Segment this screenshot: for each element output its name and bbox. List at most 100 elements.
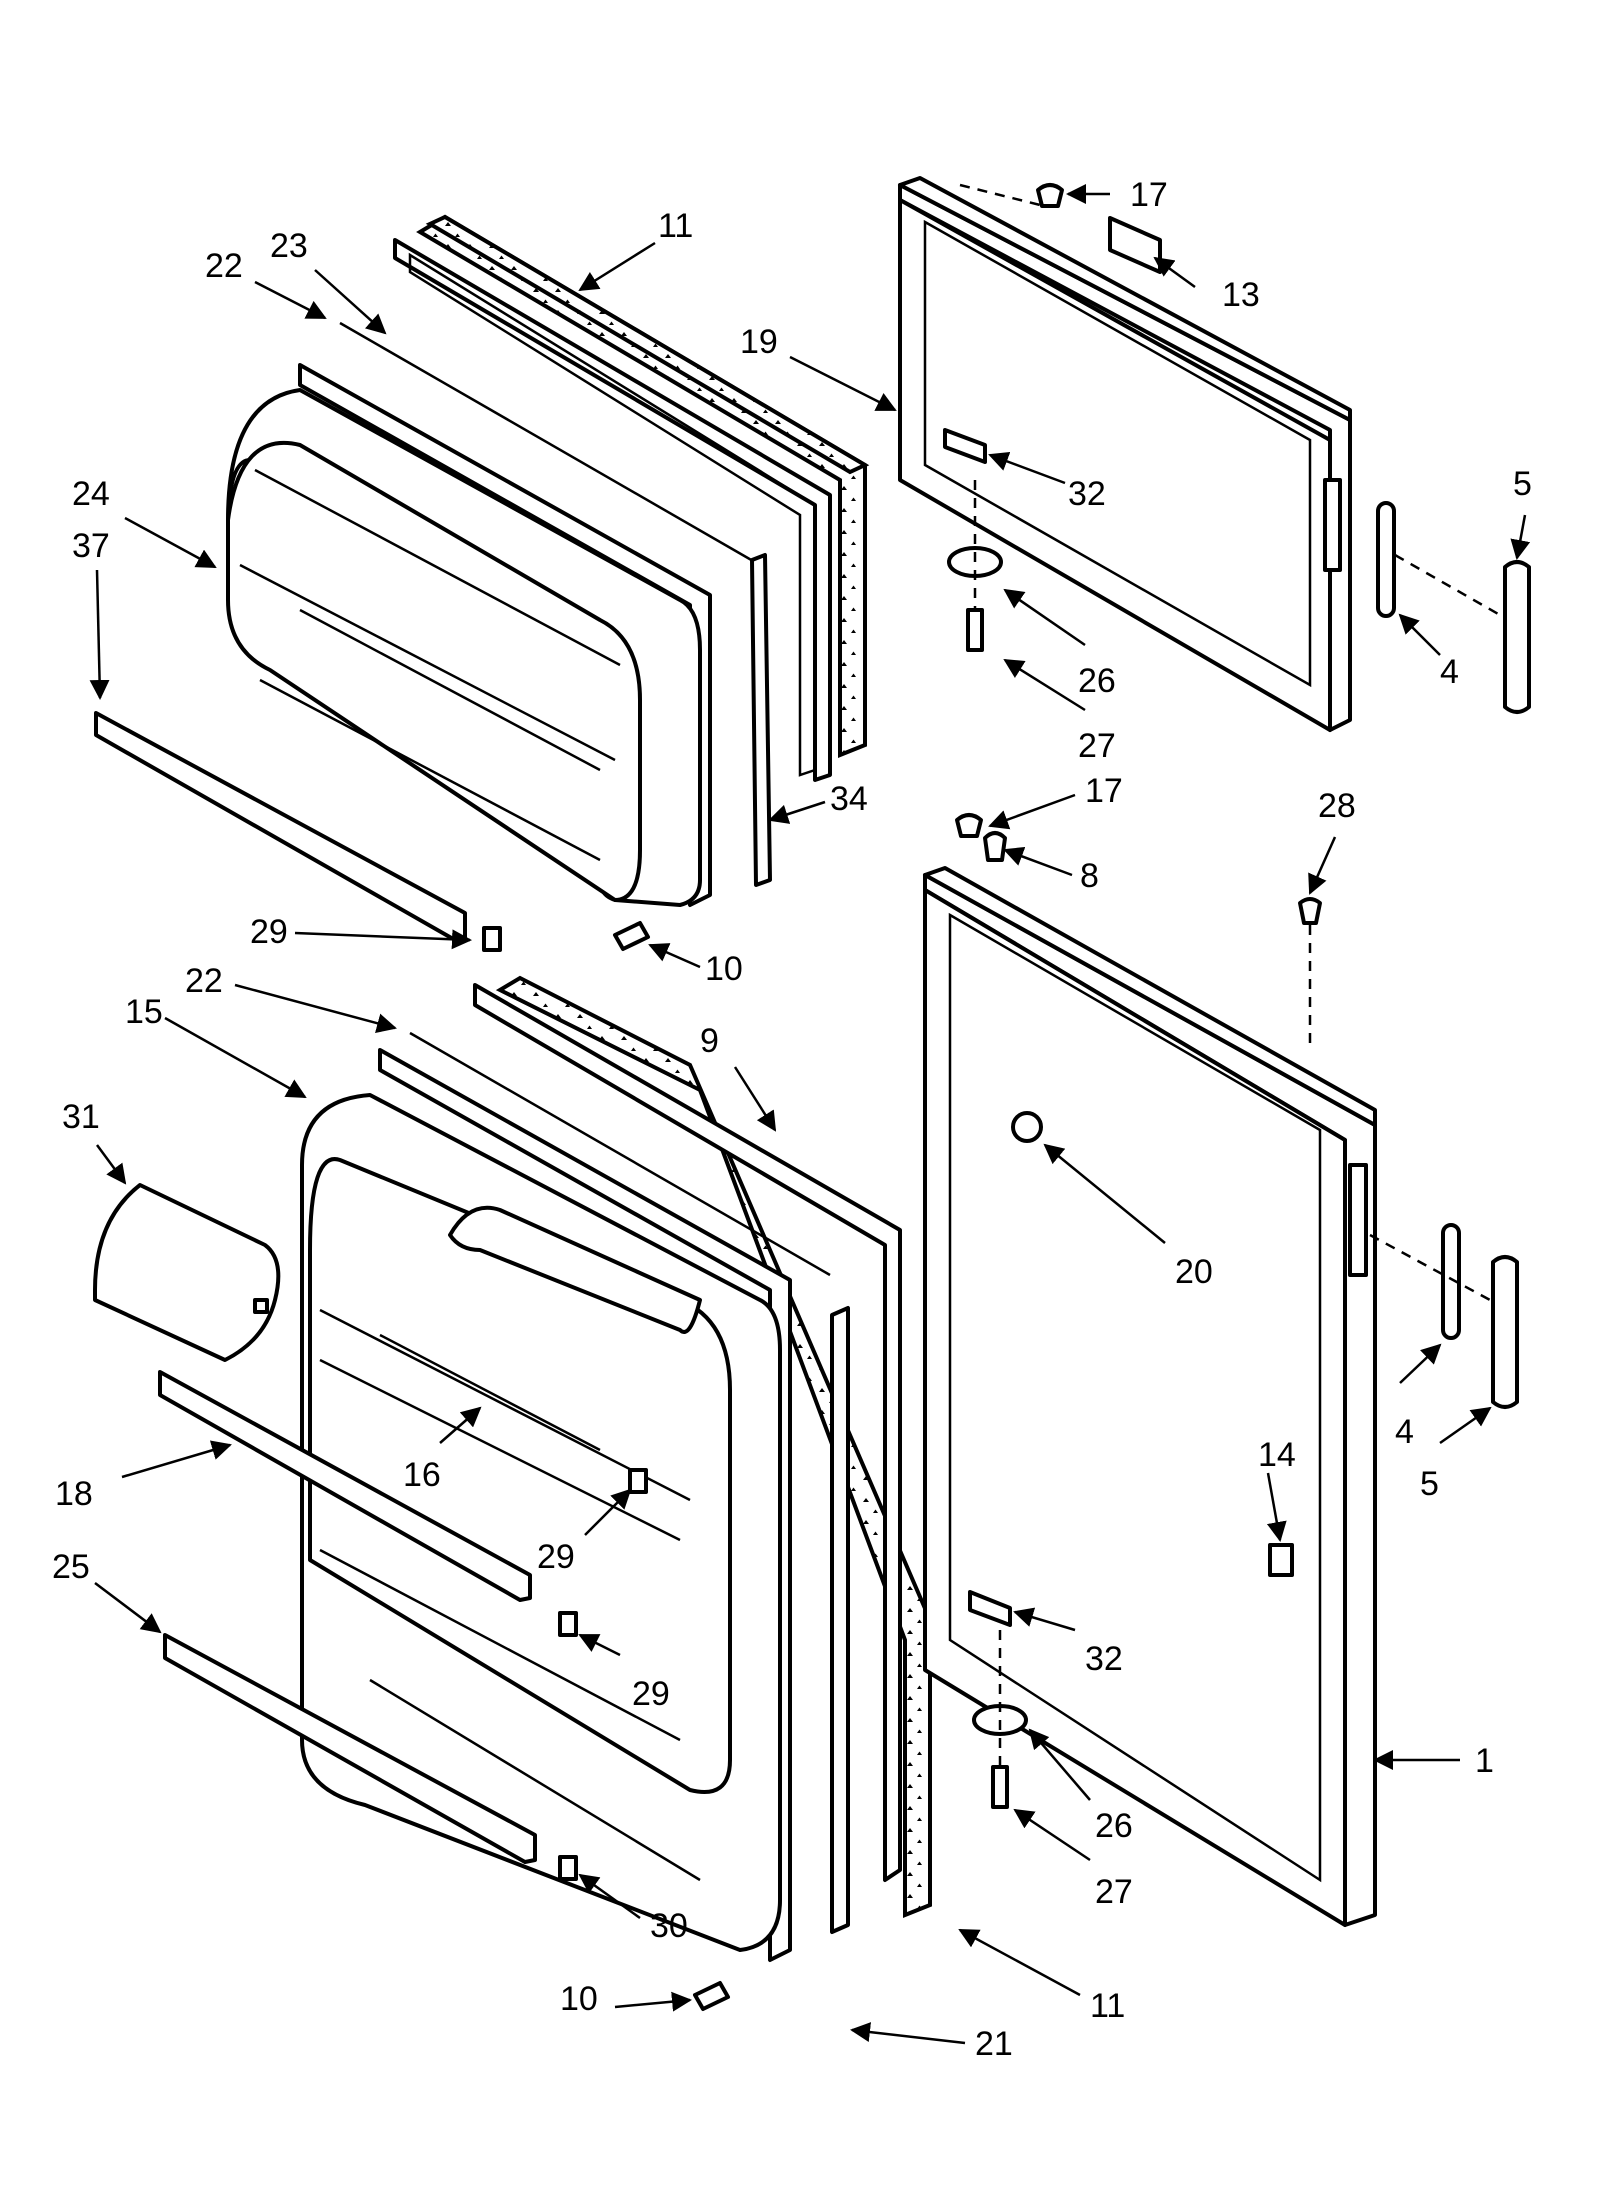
callout-11a: 11 xyxy=(658,207,693,245)
callout-10b: 10 xyxy=(560,1980,598,2018)
callout-32a: 32 xyxy=(1068,475,1106,513)
callout-22b: 22 xyxy=(185,962,223,1000)
part-31-dairy-compartment-door xyxy=(93,1183,281,1362)
leader-34 xyxy=(768,800,826,824)
callout-24: 24 xyxy=(72,475,110,513)
callout-29a: 29 xyxy=(250,913,288,951)
part-10-screw-upper xyxy=(613,921,650,951)
callout-27b: 27 xyxy=(1095,1873,1133,1911)
leader-25 xyxy=(94,1582,162,1634)
callout-30: 30 xyxy=(650,1907,688,1945)
callout-32b: 32 xyxy=(1085,1640,1123,1678)
leader-21 xyxy=(850,2022,966,2045)
leader-4a xyxy=(1398,613,1441,656)
freezer-door-assembly xyxy=(94,176,1531,952)
callout-18: 18 xyxy=(55,1475,93,1513)
part-17-plug-lower xyxy=(955,813,983,838)
part-29-clip-lower xyxy=(558,1611,578,1637)
leader-32a xyxy=(988,451,1066,485)
part-13-label xyxy=(1108,216,1162,274)
part-18-door-shelf-rail xyxy=(158,1370,532,1602)
part-23-freezer-gasket xyxy=(393,238,832,782)
leader-11a xyxy=(578,241,656,292)
part-27-screw-upper xyxy=(966,608,984,652)
leader-23 xyxy=(314,269,387,335)
leader-14 xyxy=(1266,1472,1287,1542)
part-10-screw-lower xyxy=(693,1981,730,2011)
callout-5a: 5 xyxy=(1513,465,1532,503)
leader-29b xyxy=(584,1488,632,1536)
leader-28 xyxy=(1308,836,1337,895)
callout-31: 31 xyxy=(62,1098,100,1136)
callout-29c: 29 xyxy=(632,1675,670,1713)
callout-25: 25 xyxy=(52,1548,90,1586)
callout-23: 23 xyxy=(270,227,308,265)
callout-26b: 26 xyxy=(1095,1807,1133,1845)
leader-22b xyxy=(234,983,397,1033)
callout-14: 14 xyxy=(1258,1436,1296,1474)
leader-26b xyxy=(1028,1728,1091,1801)
part-32-hinge-lower xyxy=(968,1590,1012,1627)
callout-17a: 17 xyxy=(1130,176,1168,214)
callout-17b: 17 xyxy=(1085,772,1123,810)
leader-11b xyxy=(958,1928,1081,1997)
part-4-handle-insert-upper xyxy=(1376,501,1396,618)
leader-26a xyxy=(1003,588,1086,647)
callout-34: 34 xyxy=(830,780,868,818)
leader-20 xyxy=(1043,1143,1166,1244)
part-20-door-stop xyxy=(1011,1111,1043,1143)
callout-20: 20 xyxy=(1175,1253,1213,1291)
leader-10b xyxy=(614,1991,692,2012)
callout-16: 16 xyxy=(403,1456,441,1494)
fresh-food-door-assembly xyxy=(93,813,1519,2011)
part-25-door-shelf-rail-bottom xyxy=(163,1633,537,1864)
callout-4a: 4 xyxy=(1440,653,1459,691)
part-14-bracket xyxy=(1268,1543,1294,1577)
part-9-fresh-food-gasket xyxy=(473,983,902,1882)
callout-22a: 22 xyxy=(205,247,243,285)
leader-16 xyxy=(439,1406,482,1444)
leader-19 xyxy=(789,355,897,412)
part-15-fresh-food-door-liner xyxy=(300,1048,792,1962)
part-28-plug xyxy=(1298,897,1322,925)
leader-32b xyxy=(1013,1607,1076,1632)
leader-24 xyxy=(124,516,217,569)
leader-4b xyxy=(1399,1343,1442,1384)
callout-15: 15 xyxy=(125,993,163,1031)
part-27-screw-lower xyxy=(991,1765,1009,1809)
callout-19: 19 xyxy=(740,323,778,361)
callout-labels: 17 13 11 23 22 19 32 24 37 5 26 4 27 34 … xyxy=(52,176,1532,2063)
part-1-fresh-food-outer-door xyxy=(923,866,1377,1927)
callout-5b: 5 xyxy=(1420,1465,1439,1503)
part-29-clip-middle xyxy=(628,1468,648,1494)
part-4-handle-insert-lower xyxy=(1441,1223,1461,1340)
leader-17b xyxy=(988,793,1076,830)
part-34-freezer-breaker-strip xyxy=(750,553,772,887)
leader-22a xyxy=(254,280,327,320)
callout-27a: 27 xyxy=(1078,727,1116,765)
leader-8 xyxy=(1003,846,1073,877)
leader-9 xyxy=(733,1066,777,1132)
part-24-freezer-door-liner xyxy=(226,363,712,907)
callout-28: 28 xyxy=(1318,787,1356,825)
callout-9: 9 xyxy=(700,1022,719,1060)
leader-30 xyxy=(578,1873,641,1920)
leader-31 xyxy=(95,1144,127,1185)
part-19-freezer-outer-door xyxy=(898,176,1352,732)
callout-leaders xyxy=(89,184,1531,2045)
part-5-handle-upper xyxy=(1503,560,1531,714)
callout-37: 37 xyxy=(72,527,110,565)
callout-4b: 4 xyxy=(1395,1413,1414,1451)
part-5-handle-lower xyxy=(1491,1255,1519,1409)
leader-27a xyxy=(1003,658,1086,712)
leader-29c xyxy=(578,1633,621,1657)
callout-8: 8 xyxy=(1080,857,1099,895)
leader-18 xyxy=(121,1440,232,1479)
callout-29b: 29 xyxy=(537,1538,575,1576)
callout-13: 13 xyxy=(1222,276,1260,314)
callout-21: 21 xyxy=(975,2025,1013,2063)
leader-5b xyxy=(1439,1406,1492,1445)
part-32-hinge-upper xyxy=(943,428,987,464)
leader-37 xyxy=(89,569,110,700)
